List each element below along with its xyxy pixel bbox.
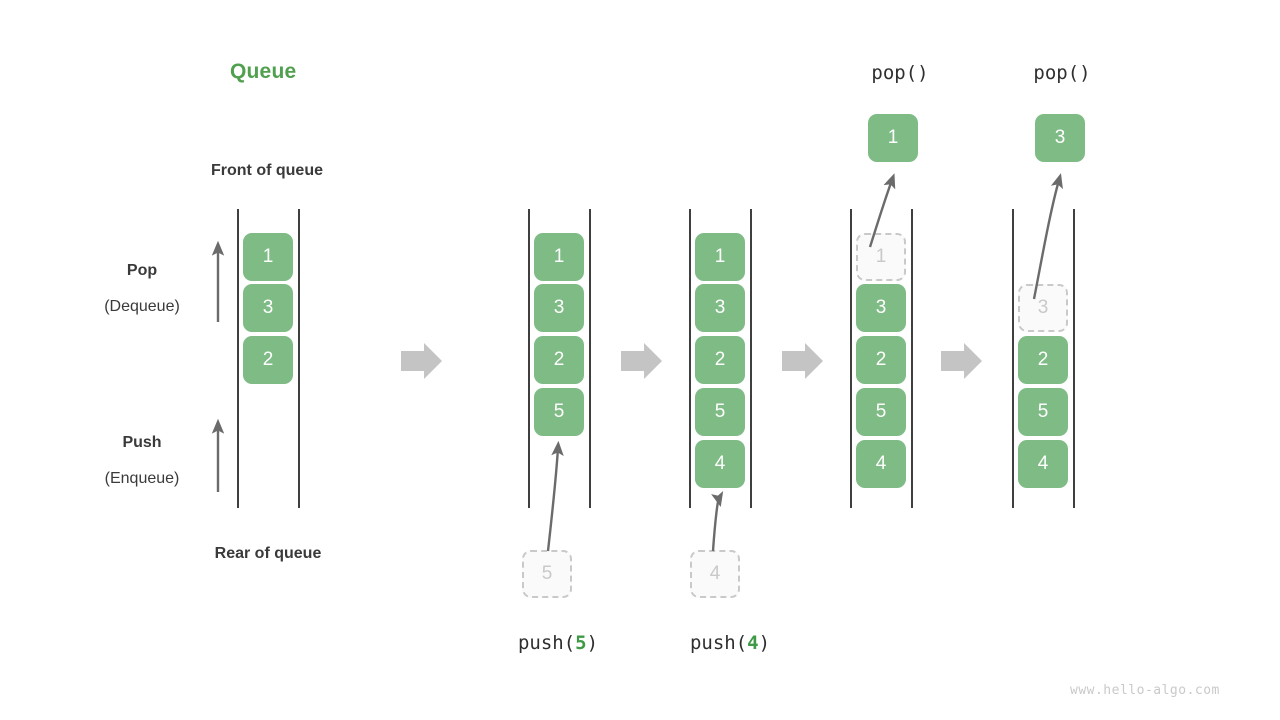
queue-rail-right-4 [1073,209,1075,508]
queue-cell: 1 [243,233,293,281]
queue-rail-right-2 [750,209,752,508]
transition-arrow [621,343,662,379]
pop-label: Pop [126,262,158,279]
queue-cell: 1 [534,233,584,281]
transition-arrow [401,343,442,379]
queue-cell: 4 [856,440,906,488]
queue-cell: 2 [1018,336,1068,384]
queue-rail-left-2 [689,209,691,508]
front-of-queue-label: Front of queue [211,162,323,179]
push-flow-arrow-5 [546,440,564,552]
popped-element: 3 [1035,114,1085,162]
incoming-element-ghost: 5 [522,550,572,598]
outgoing-element-ghost: 3 [1018,284,1068,332]
queue-rail-right-1 [589,209,591,508]
incoming-element-ghost: 4 [690,550,740,598]
transition-arrow [782,343,823,379]
queue-cell: 5 [695,388,745,436]
op-label-pop-2: pop() [1033,62,1091,84]
queue-cell: 5 [534,388,584,436]
queue-rail-left-3 [850,209,852,508]
rear-of-queue-label: Rear of queue [214,545,322,562]
op-label-pop-1: pop() [871,62,929,84]
queue-cell: 3 [695,284,745,332]
queue-cell: 1 [695,233,745,281]
outgoing-element-ghost: 1 [856,233,906,281]
push-sublabel: (Enqueue) [104,470,180,487]
queue-cell: 4 [1018,440,1068,488]
caption-arg: 4 [747,632,759,654]
queue-rail-left-4 [1012,209,1014,508]
queue-cell: 2 [695,336,745,384]
watermark: www.hello-algo.com [1070,683,1220,698]
queue-cell: 4 [695,440,745,488]
page-title: Queue [230,60,297,83]
queue-rail-right-0 [298,209,300,508]
queue-cell: 3 [243,284,293,332]
queue-cell: 3 [856,284,906,332]
push-label: Push [122,434,162,451]
transition-arrow [941,343,982,379]
queue-cell: 2 [243,336,293,384]
pop-sublabel: (Dequeue) [104,298,180,315]
pop-flow-arrow-3 [1032,173,1063,300]
queue-cell: 5 [1018,388,1068,436]
caption-arg: 5 [575,632,587,654]
queue-rail-left-0 [237,209,239,508]
push-flow-arrow-4 [711,491,724,552]
caption-push-4: push(4) [689,632,771,654]
queue-cell: 2 [534,336,584,384]
caption-push-5: push(5) [517,632,599,654]
queue-cell: 2 [856,336,906,384]
queue-rail-right-3 [911,209,913,508]
popped-element: 1 [868,114,918,162]
queue-cell: 5 [856,388,906,436]
queue-rail-left-1 [528,209,530,508]
queue-cell: 3 [534,284,584,332]
